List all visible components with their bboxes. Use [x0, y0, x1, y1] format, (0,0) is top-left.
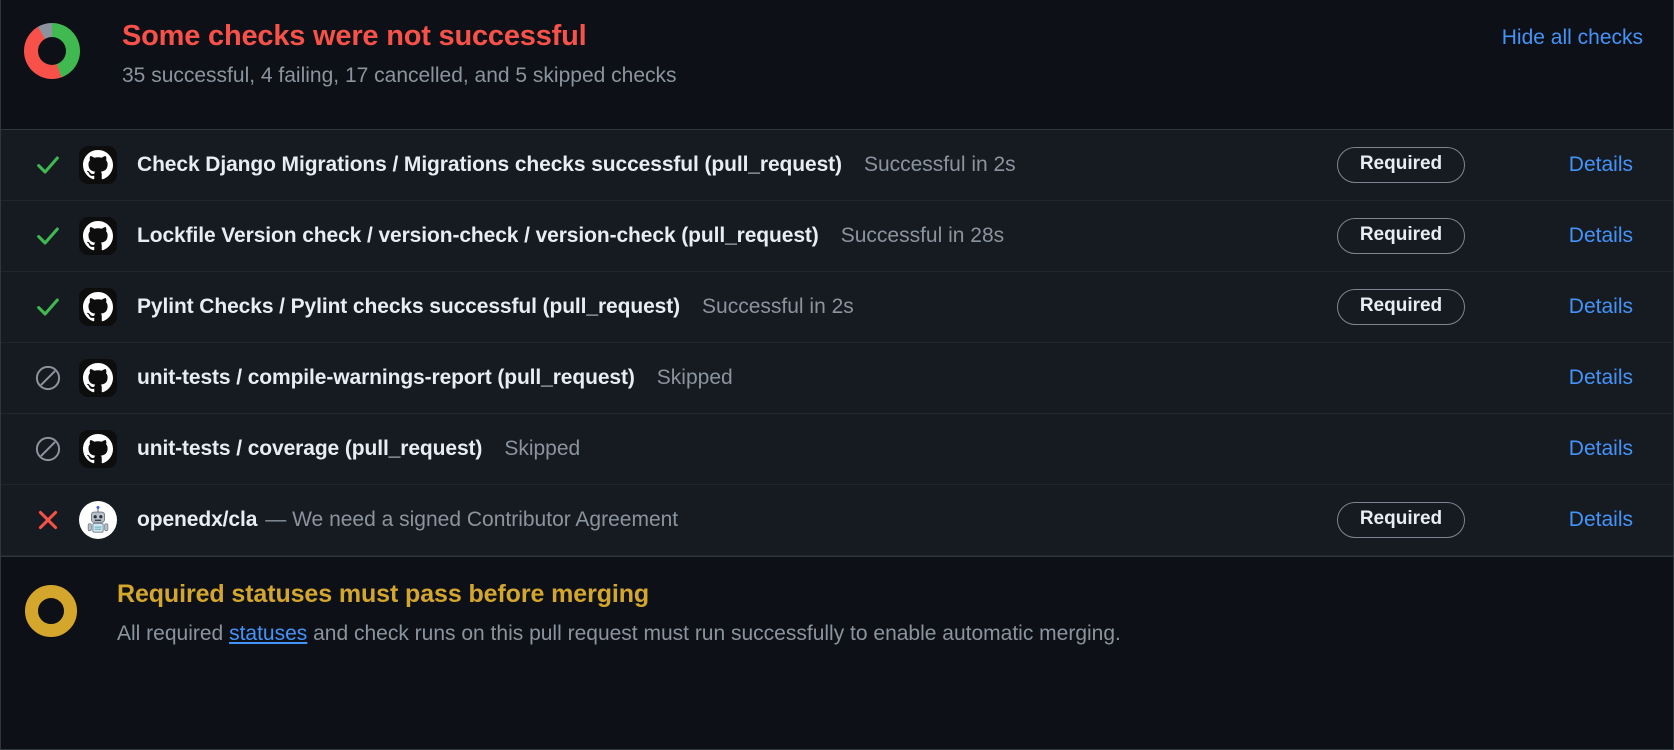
- check-icon: [31, 219, 65, 253]
- details-link[interactable]: Details: [1568, 223, 1633, 247]
- statuses-link[interactable]: statuses: [229, 622, 308, 646]
- required-statuses-title: Required statuses must pass before mergi…: [117, 580, 650, 608]
- check-icon: [31, 290, 65, 324]
- checks-list: Check Django Migrations / Migrations che…: [1, 130, 1673, 556]
- check-row: unit-tests / coverage (pull_request) Skip…: [1, 414, 1673, 485]
- check-row: unit-tests / compile-warnings-report (pu…: [1, 343, 1673, 414]
- check-status-text: Skipped: [504, 437, 581, 460]
- checks-status-donut-chart: [24, 23, 80, 79]
- github-actions-avatar: [79, 146, 117, 184]
- required-statuses-description: All required statuses and check runs on …: [117, 620, 1121, 647]
- github-actions-avatar: [79, 430, 117, 468]
- bot-avatar: [79, 501, 117, 539]
- checks-summary-text: Some checks were not successful 35 succe…: [122, 18, 677, 90]
- check-name[interactable]: unit-tests / compile-warnings-report (pu…: [137, 366, 635, 389]
- required-statuses-text: Required statuses must pass before mergi…: [117, 579, 1121, 648]
- check-row: Lockfile Version check / version-check /…: [1, 201, 1673, 272]
- desc-text-before: All required: [117, 622, 230, 646]
- check-row-actions: Details: [1326, 437, 1651, 461]
- check-name[interactable]: unit-tests / coverage (pull_request): [137, 437, 483, 460]
- check-status-text: Skipped: [656, 366, 733, 389]
- check-name[interactable]: Pylint Checks / Pylint checks successful…: [137, 295, 681, 318]
- required-badge-slot: Required: [1326, 288, 1476, 326]
- required-badge-slot: Required: [1326, 146, 1476, 184]
- github-actions-avatar: [79, 217, 117, 255]
- check-name[interactable]: Check Django Migrations / Migrations che…: [137, 153, 842, 176]
- check-name[interactable]: Lockfile Version check / version-check /…: [137, 224, 819, 247]
- check-row-actions: Details: [1326, 366, 1651, 390]
- details-link-slot: Details: [1476, 508, 1651, 532]
- details-link-slot: Details: [1476, 153, 1651, 177]
- details-link[interactable]: Details: [1568, 507, 1633, 531]
- details-link[interactable]: Details: [1568, 437, 1633, 460]
- check-row: openedx/cla — We need a signed Contributo…: [1, 485, 1673, 556]
- desc-text-after: and check runs on this pull request must…: [307, 622, 1121, 646]
- checks-summary-title: Some checks were not successful: [122, 20, 587, 52]
- check-row-actions: Required Details: [1326, 217, 1651, 255]
- pending-ring-icon: [25, 585, 77, 637]
- check-name[interactable]: openedx/cla: [137, 508, 258, 531]
- check-status-text: Successful in 2s: [863, 153, 1016, 176]
- check-status-text: Successful in 28s: [840, 224, 1005, 247]
- details-link-slot: Details: [1476, 437, 1651, 461]
- details-link-slot: Details: [1476, 366, 1651, 390]
- check-status-text: Successful in 2s: [702, 295, 854, 318]
- required-badge-slot: Required: [1326, 217, 1476, 255]
- github-actions-avatar: [79, 359, 117, 397]
- details-link-slot: Details: [1476, 224, 1651, 248]
- github-actions-avatar: [79, 288, 117, 326]
- check-icon: [31, 148, 65, 182]
- details-link-slot: Details: [1476, 295, 1651, 319]
- status-badge-required: Required: [1336, 501, 1466, 539]
- status-badge-required: Required: [1336, 217, 1466, 255]
- details-link[interactable]: Details: [1568, 366, 1633, 389]
- checks-header-actions: Hide all checks: [1502, 18, 1647, 50]
- skip-icon: [31, 432, 65, 466]
- checks-summary-header: Some checks were not successful 35 succe…: [1, 0, 1673, 130]
- x-icon: [31, 503, 65, 537]
- required-statuses-block: Required statuses must pass before mergi…: [1, 556, 1673, 749]
- check-row: Check Django Migrations / Migrations che…: [1, 130, 1673, 201]
- required-badge-slot: Required: [1326, 501, 1476, 539]
- check-row: Pylint Checks / Pylint checks successful…: [1, 272, 1673, 343]
- hide-all-checks-link[interactable]: Hide all checks: [1501, 26, 1643, 49]
- details-link[interactable]: Details: [1568, 294, 1633, 318]
- check-row-actions: Required Details: [1326, 288, 1651, 326]
- details-link[interactable]: Details: [1568, 152, 1633, 176]
- check-description: — We need a signed Contributor Agreement: [265, 508, 679, 531]
- status-badge-required: Required: [1336, 146, 1466, 184]
- checks-summary-counts: 35 successful, 4 failing, 17 cancelled, …: [122, 64, 677, 88]
- skip-icon: [31, 361, 65, 395]
- check-row-actions: Required Details: [1326, 501, 1651, 539]
- status-badge-required: Required: [1336, 288, 1466, 326]
- check-row-actions: Required Details: [1326, 146, 1651, 184]
